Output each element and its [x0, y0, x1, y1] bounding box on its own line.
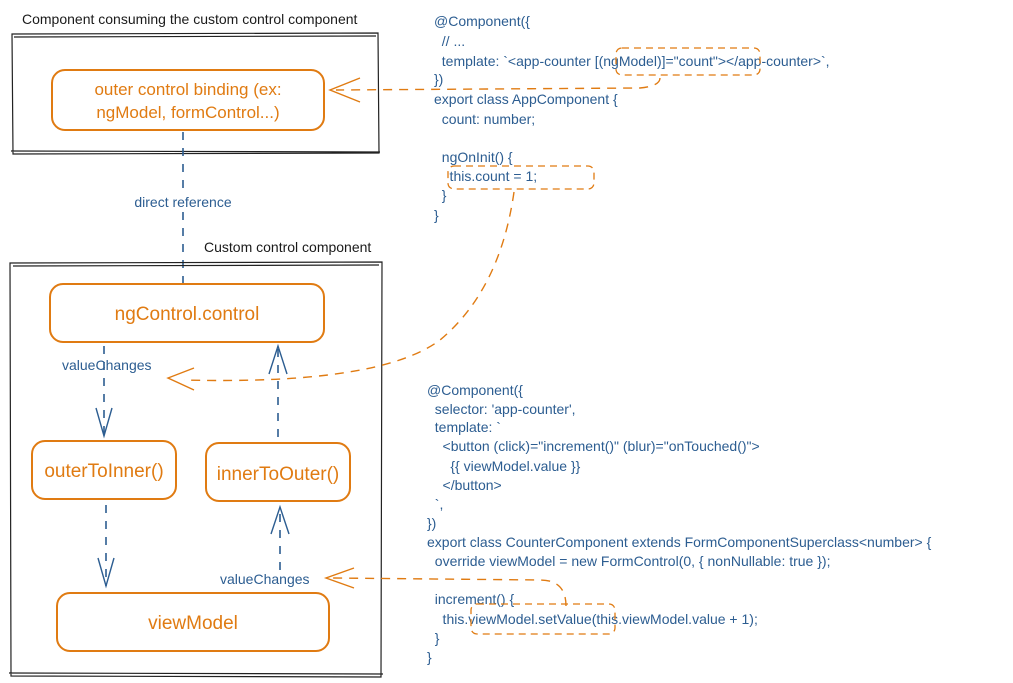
set-value-to-value-changes-flow: [331, 577, 567, 607]
direct-reference-label-bg: [120, 190, 245, 212]
arrowhead-left-value-changes-bottom: [323, 567, 355, 589]
outer-component-frame: [10, 32, 381, 155]
code-counter-line: {{ viewModel.value }}: [427, 458, 581, 474]
code-counter-line: }): [427, 515, 436, 531]
ng-control-node: [49, 283, 325, 343]
inner-component-caption: Custom control component: [204, 239, 371, 255]
code-counter-line: increment() {: [427, 591, 514, 607]
outer-component-caption: Component consuming the custom control c…: [22, 11, 358, 27]
code-counter-line: template: `: [427, 419, 501, 435]
code-counter-line: override viewModel = new FormControl(0, …: [427, 553, 830, 569]
value-changes-bottom-label: valueChanges: [220, 571, 310, 587]
view-model-node: [56, 592, 330, 652]
code-counter-line: `,: [427, 496, 443, 512]
code-app-line: @Component({: [434, 13, 530, 29]
set-value-highlight: [470, 603, 616, 635]
counter-component-code: @Component({ selector: 'app-counter', te…: [427, 382, 932, 665]
ng-control-label: ngControl.control: [115, 304, 260, 325]
code-counter-line: selector: 'app-counter',: [427, 401, 576, 417]
code-counter-line: }: [427, 649, 432, 665]
outer-to-inner-label: outerToInner(): [44, 461, 163, 482]
code-app-line: // ...: [434, 33, 465, 49]
ngmodel-binding-highlight: [615, 47, 761, 76]
code-app-line: count: number;: [434, 111, 535, 127]
direct-reference-label: direct reference: [134, 194, 231, 210]
code-app-line: template: `<app-counter [(ngModel)]="cou…: [434, 53, 830, 69]
inner-component-frame: [8, 261, 384, 678]
code-counter-line: </button>: [427, 477, 502, 493]
code-app-line: }: [434, 207, 439, 223]
code-app-line: this.count = 1;: [434, 168, 537, 184]
code-counter-line: this.viewModel.setValue(this.viewModel.v…: [427, 611, 758, 627]
inner-to-outer-node: [205, 442, 351, 502]
code-counter-line: }: [427, 630, 440, 646]
outer-binding-label-line2: ngModel, formControl...): [96, 103, 279, 122]
code-counter-line: @Component({: [427, 382, 523, 398]
code-app-line: }: [434, 187, 447, 203]
outer-to-inner-node: [31, 440, 177, 500]
arrowhead-left-outer-binding: [328, 77, 361, 103]
arrowhead-up-2: [270, 504, 290, 535]
code-counter-line: export class CounterComponent extends Fo…: [427, 534, 932, 550]
arrowhead-up-1: [268, 343, 288, 375]
arrowhead-down-2: [97, 557, 115, 589]
arrowhead-left-value-changes-top: [166, 367, 195, 391]
code-app-line: export class AppComponent {: [434, 91, 618, 107]
code-app-line: ngOnInit() {: [434, 149, 513, 165]
app-component-code: @Component({ // ... template: `<app-coun…: [434, 13, 830, 223]
code-app-line: }): [434, 71, 443, 87]
ngmodel-to-outer-binding-flow: [335, 77, 661, 91]
count-assignment-highlight: [447, 165, 595, 190]
view-model-label: viewModel: [148, 613, 238, 634]
value-changes-top-label: valueChanges: [62, 357, 152, 373]
arrowhead-down-1: [95, 407, 113, 439]
code-counter-line: <button (click)="increment()" (blur)="on…: [427, 438, 760, 454]
outer-binding-label-line1: outer control binding (ex:: [94, 80, 281, 99]
outer-binding-node: [51, 69, 325, 131]
inner-to-outer-label: innerToOuter(): [217, 464, 340, 485]
